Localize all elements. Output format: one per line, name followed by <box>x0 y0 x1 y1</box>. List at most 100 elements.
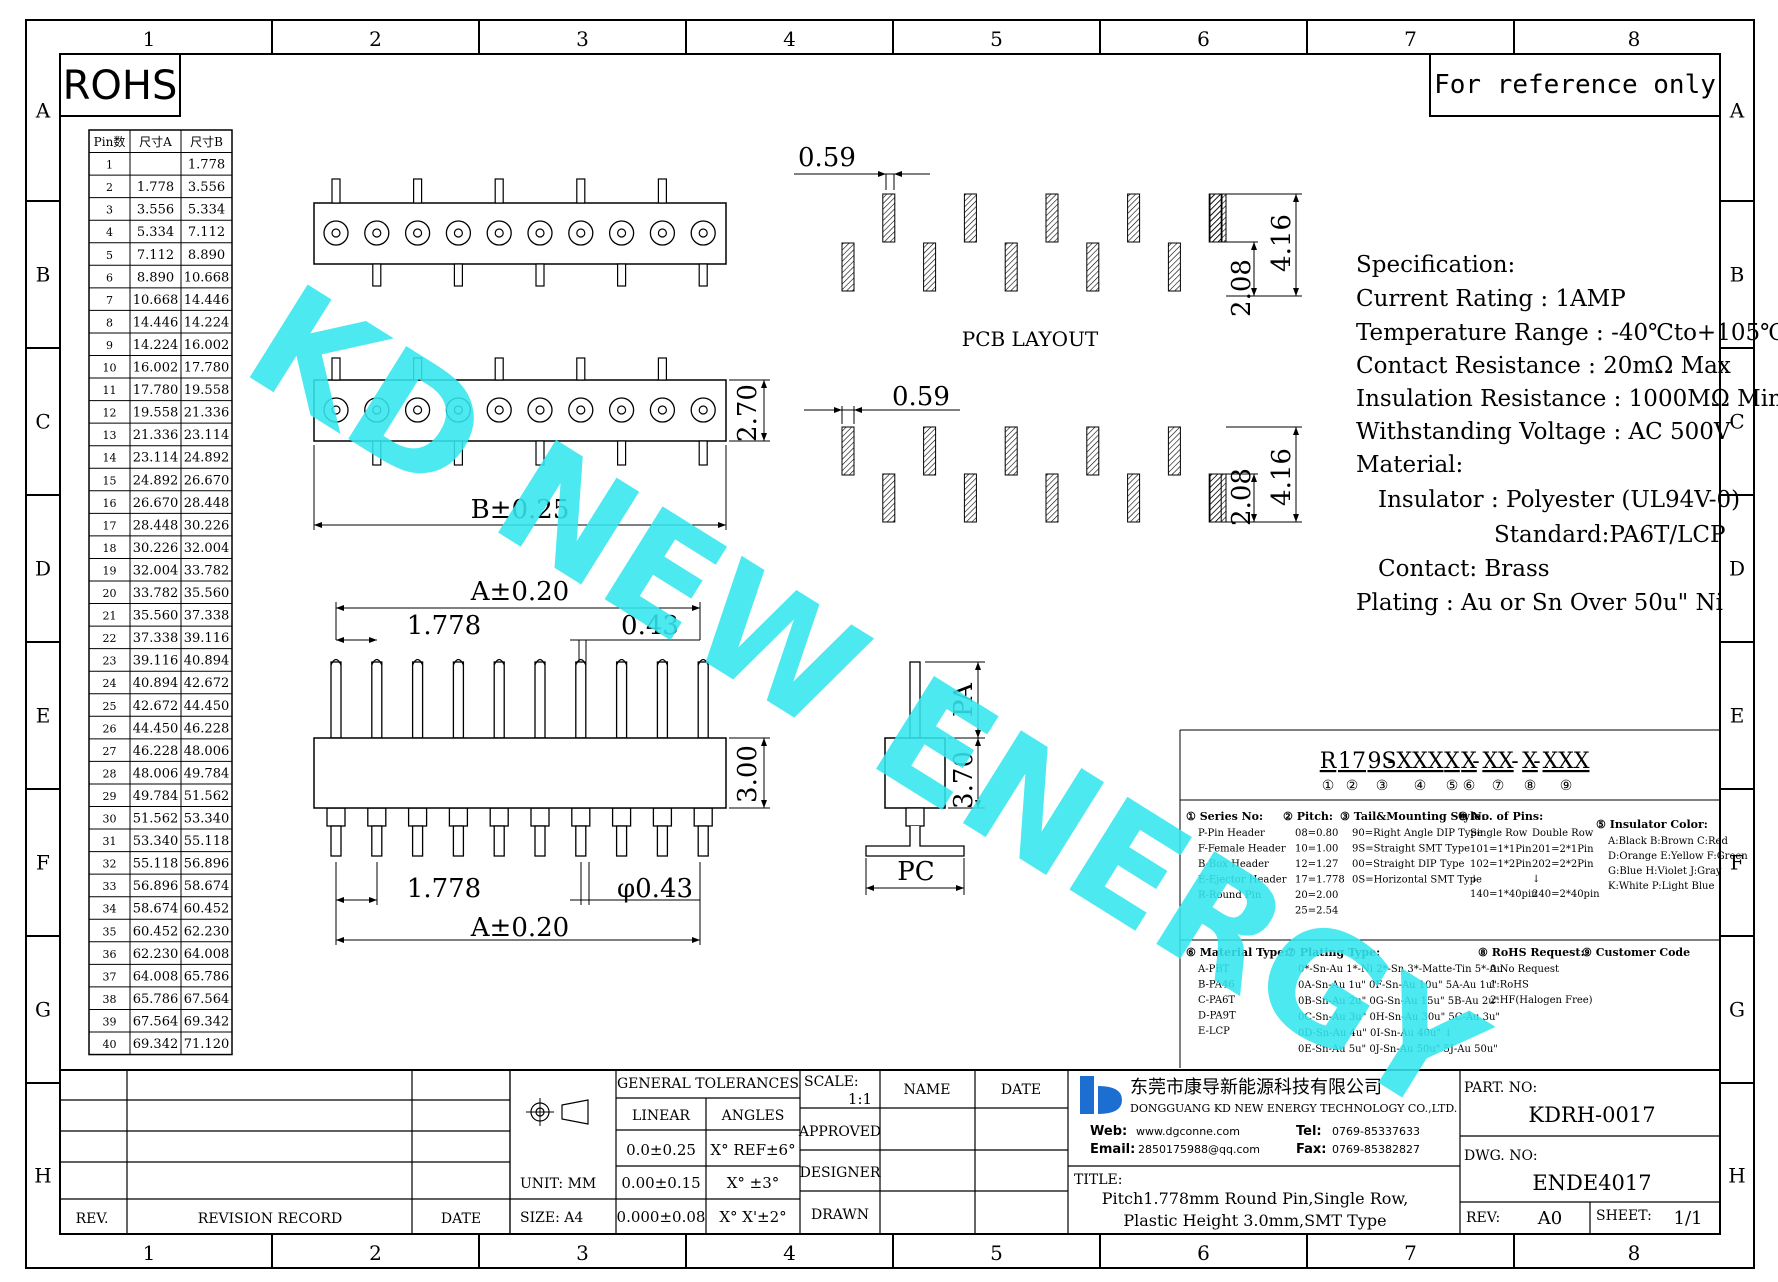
pin-lower <box>575 825 587 857</box>
pin-table-cell: 28 <box>103 767 117 780</box>
dimension-arrow <box>369 897 377 903</box>
frame-row-label-right: E <box>1730 704 1745 728</box>
pin-table-cell: 31 <box>103 835 117 848</box>
pin-lead-up <box>494 178 504 204</box>
pin-table-cell: 7 <box>106 294 113 307</box>
tail-item: 9S=Straight SMT Type <box>1352 844 1470 855</box>
rev-label: REV. <box>76 1211 109 1227</box>
pins-single-item: 101=1*1Pin <box>1470 844 1532 855</box>
rohs-title: ⑧ RoHS Request: <box>1478 946 1585 959</box>
dimension-arrow <box>336 605 344 611</box>
dimension-arrow <box>761 800 767 808</box>
pin-table-cell: 35.560 <box>133 609 179 624</box>
pin-table-cell: 8.890 <box>188 248 225 263</box>
pin-table-cell: 58.674 <box>133 902 179 917</box>
pin-hole <box>404 397 431 423</box>
spec-temperature: Temperature Range : -40℃to+105℃ <box>1356 320 1778 346</box>
frame-column-label-bottom: 7 <box>1404 1241 1417 1265</box>
pin-table-cell: 67.564 <box>133 1014 179 1029</box>
side-smt-foot <box>865 826 965 857</box>
pin-table-cell: 56.896 <box>184 857 230 872</box>
pin-collar <box>611 807 632 827</box>
dim-pa: PA <box>949 682 979 717</box>
pcb-pad-lower <box>1086 242 1100 292</box>
reference-note-box: For reference only <box>1429 54 1720 117</box>
pin-lower <box>656 825 669 857</box>
pin-lower <box>411 825 424 857</box>
pin-table-cell: 69.342 <box>133 1037 179 1052</box>
pin-lead-down <box>616 263 627 287</box>
pin-table-cell: 15 <box>103 474 117 487</box>
pin-table-cell: 19.558 <box>184 383 230 398</box>
plating-item: 0E-Sn-Au 5u" 0J-Sn-Au 50u" 5J-Au 50u" <box>1298 1044 1498 1055</box>
pcb-pad-upper <box>1209 193 1227 243</box>
pin-lead-up <box>657 178 668 204</box>
pin-tip <box>330 658 342 666</box>
pin-lower <box>493 825 505 857</box>
part-code-segment: XX <box>1482 749 1514 774</box>
pin-hole-center <box>698 228 708 238</box>
company-logo <box>1080 1076 1122 1114</box>
spec-title: Specification: <box>1356 252 1515 278</box>
frame-column-label-top: 3 <box>576 27 589 51</box>
part-code-segment: 9S <box>1367 749 1396 774</box>
dim-header-height: 2.70 <box>733 384 763 442</box>
pin-upper <box>575 661 587 739</box>
pin-table-header: 尺寸B <box>190 135 223 149</box>
pins-double-title: Double Row <box>1532 828 1594 839</box>
fax-label: Fax: <box>1296 1142 1326 1157</box>
frame-row-label-left: H <box>34 1164 51 1188</box>
pin-lower <box>697 825 709 857</box>
pin-lower <box>452 825 465 857</box>
pin-table-cell: 7.112 <box>188 225 225 240</box>
pitch-item: 17=1.778 <box>1295 875 1345 886</box>
material-title: ⑥ Material Type: <box>1186 946 1288 959</box>
pcb-pad-lower <box>923 242 937 292</box>
dim-a-bottom: A±0.20 <box>470 913 569 943</box>
pin-table-cell: 18 <box>103 542 117 555</box>
pin-hole-center <box>698 405 708 415</box>
rohs-box: ROHS <box>59 53 181 117</box>
pin-table-cell: 56.896 <box>133 879 179 894</box>
pin-lead-down <box>535 440 545 466</box>
title-line-2: Plastic Height 3.0mm,SMT Type <box>1123 1211 1386 1230</box>
series-item: E-Ejector Header <box>1198 875 1287 886</box>
pins-single-title: Single Row <box>1470 828 1528 839</box>
pin-table-cell: 40.894 <box>184 654 230 669</box>
pin-table-cell: 37.338 <box>184 609 230 624</box>
pin-table-cell: 24.892 <box>133 473 179 488</box>
pin-table-cell: 53.340 <box>184 812 230 827</box>
dimension-arrow <box>1251 288 1257 296</box>
pin-table-cell: 23 <box>103 655 117 668</box>
tolerance-angle: X° ±3° <box>727 1174 780 1192</box>
pin-table-cell: 37.338 <box>133 631 179 646</box>
dimension-labels: 0.59 4.16 2.08 PCB LAYOUT 0.59 4.16 2.08… <box>407 143 1297 943</box>
pin-lead-down <box>535 263 545 287</box>
pin-hole-center <box>657 405 668 415</box>
series-item: P-Pin Header <box>1198 828 1265 839</box>
pin-table-cell: 32.004 <box>133 563 179 578</box>
pin-table-cell: 60.452 <box>184 902 230 917</box>
pin-table-cell: 17.780 <box>133 383 179 398</box>
pin-table-cell: 33.782 <box>133 586 179 601</box>
pin-collar <box>693 807 713 827</box>
part-code-segment: X <box>1444 749 1460 774</box>
pin-hole <box>486 397 512 423</box>
sheet-label: SHEET: <box>1596 1208 1652 1224</box>
frame-column-label-bottom: 5 <box>990 1241 1003 1265</box>
pin-lower <box>330 825 342 857</box>
pins-title: ④ No. of Pins: <box>1458 810 1543 823</box>
part-code-segment: R <box>1320 749 1338 774</box>
rohs-item: 2:HF(Halogen Free) <box>1490 995 1593 1006</box>
pins-double-item: 202=2*2Pin <box>1532 859 1594 870</box>
pcb-pad-upper <box>1004 426 1018 476</box>
pin-tip <box>412 658 424 666</box>
tail-item: 90=Right Angle DIP Type <box>1352 828 1483 839</box>
pin-table-cell: 44.450 <box>133 721 179 736</box>
part-code-marker: ⑦ <box>1492 778 1505 794</box>
pin-hole-center <box>453 228 463 238</box>
pin-hole-center <box>616 228 627 238</box>
pin-hole-center <box>535 405 545 415</box>
pins-double-item: 240=2*40pin <box>1532 889 1600 900</box>
